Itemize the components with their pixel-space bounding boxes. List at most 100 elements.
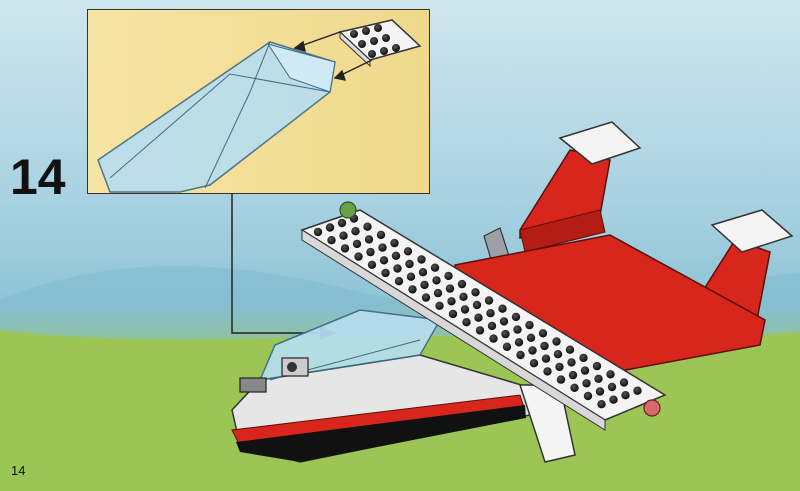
wing-stud — [516, 350, 525, 360]
wing-stud — [582, 379, 591, 388]
wing-stud — [337, 218, 347, 228]
wing-stud — [525, 320, 534, 330]
page-number: 14 — [11, 463, 26, 478]
wing-stud — [339, 231, 348, 240]
wing-stud — [354, 252, 363, 261]
wing-stud — [489, 334, 498, 343]
wing-stud — [552, 337, 561, 346]
wing-stud — [486, 309, 495, 318]
wing-stud — [381, 268, 390, 278]
wing-stud — [459, 292, 468, 301]
green-stud — [339, 201, 357, 219]
wing-stud — [417, 255, 426, 264]
wing-stud — [327, 236, 336, 245]
wing-stud — [597, 400, 606, 409]
wing-stud — [394, 277, 404, 286]
wing-stud — [379, 256, 389, 265]
wing-stud — [460, 305, 470, 314]
wing-stud — [474, 313, 483, 322]
wing-stud — [511, 312, 521, 322]
wing-stud — [498, 304, 507, 313]
wing-stud — [393, 264, 402, 273]
wing-stud — [501, 329, 510, 339]
tail-fin-left — [519, 121, 642, 253]
wing-stud — [351, 227, 360, 236]
wing-stud — [444, 271, 453, 281]
wing-stud — [543, 367, 552, 376]
wing-stud — [568, 370, 578, 380]
wing-stud — [472, 300, 482, 310]
wing-stud — [367, 260, 377, 269]
wing-stud — [609, 395, 618, 404]
wing-stud — [475, 326, 485, 335]
wing-stud — [432, 276, 441, 285]
wing-stud — [406, 272, 416, 281]
wing-stud — [499, 317, 509, 326]
wing-stud — [580, 366, 590, 375]
wing-stud-grid — [313, 214, 642, 409]
wing-stud — [364, 235, 374, 244]
wing-stud — [403, 247, 413, 256]
wing-stud — [405, 259, 414, 269]
wing-stud — [352, 239, 362, 249]
wing-stud — [607, 382, 617, 392]
wing-stud — [421, 293, 431, 302]
wing-stud — [445, 284, 455, 293]
wing-stud — [565, 345, 575, 354]
wing-stud — [408, 285, 417, 294]
wing-stud — [378, 243, 387, 252]
wing-stud — [592, 361, 602, 371]
wing-stud — [420, 280, 429, 290]
wing-stud — [457, 279, 467, 289]
wing-stud — [526, 333, 536, 342]
wing-stud — [435, 301, 444, 310]
callout-white-plate — [338, 19, 422, 68]
step-number: 14 — [10, 149, 66, 205]
wing-stud — [391, 251, 401, 260]
wing-stud — [340, 244, 350, 253]
wing-stud — [541, 354, 551, 363]
wing-stud — [433, 288, 443, 298]
wing-stud — [513, 325, 522, 334]
wing-stud — [430, 263, 440, 272]
wing-stud — [579, 353, 588, 363]
wing-stud — [594, 374, 603, 383]
wing-stud — [555, 362, 564, 372]
wing-stud — [529, 359, 539, 368]
wing-stud — [484, 296, 494, 305]
wing-stud — [556, 375, 566, 384]
wing-stud — [514, 338, 524, 347]
wing-stud — [583, 391, 593, 401]
wing-stud — [448, 309, 458, 319]
wing-stud — [462, 318, 471, 327]
wing-stud — [418, 268, 428, 277]
wing-stud — [619, 378, 629, 387]
wing-stud — [376, 230, 386, 240]
wing-stud — [621, 391, 630, 400]
insert-arrow-icon — [293, 31, 373, 81]
wing-stud — [487, 321, 497, 331]
wing-stud — [447, 297, 456, 306]
wing-stud — [313, 227, 323, 237]
wing-stud — [366, 247, 375, 257]
wing-stud — [540, 341, 549, 351]
wing-stud — [553, 350, 563, 359]
wing-stud — [570, 383, 579, 392]
wing-stud — [528, 346, 537, 355]
wing-stud — [390, 238, 399, 248]
callout-canopy-piece — [97, 41, 336, 193]
wing-stud — [538, 329, 548, 338]
wing-stud — [567, 358, 576, 367]
wing-stud — [595, 387, 605, 396]
wing-stud — [325, 223, 335, 232]
red-stud — [643, 399, 661, 417]
wing-stud — [363, 222, 372, 231]
wing-stud — [606, 370, 615, 379]
wing-stud — [502, 342, 512, 351]
nose-engine — [239, 357, 309, 393]
wing-stud — [633, 386, 642, 395]
main-wing — [300, 209, 667, 431]
wing-stud — [471, 288, 480, 297]
